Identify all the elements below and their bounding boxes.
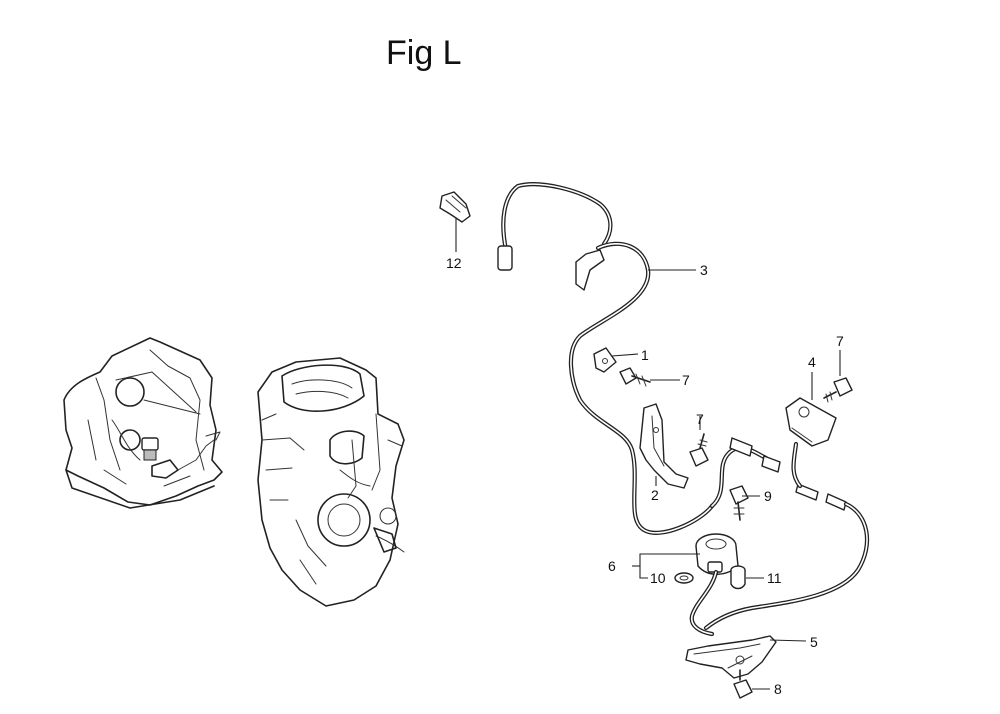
callout-5: 5: [810, 634, 818, 650]
engine-block-sketch: [257, 357, 405, 607]
part-2-bracket: [639, 403, 689, 489]
leader-lines: [455, 218, 841, 690]
callout-7-a: 7: [682, 372, 690, 388]
callout-7-b: 7: [696, 411, 704, 427]
callout-4: 4: [808, 354, 816, 370]
callout-7-c: 7: [836, 333, 844, 349]
part-7-bolt-a: [619, 367, 651, 387]
part-11-collar: [730, 565, 746, 590]
callout-6: 6: [608, 558, 616, 574]
engine-crankcase-sketch: [63, 337, 223, 509]
callout-8: 8: [774, 681, 782, 697]
part-7-bolt-c: [823, 377, 853, 403]
part-6-coil: [689, 533, 739, 637]
part-5-ground-plate: [685, 635, 777, 679]
part-10-washer: [674, 572, 694, 584]
part-9-bolt: [729, 485, 749, 521]
callout-1: 1: [641, 347, 649, 363]
callout-11: 11: [767, 570, 782, 586]
callout-10: 10: [650, 570, 666, 586]
callout-3: 3: [700, 262, 708, 278]
part-12-wire-clip: [439, 191, 471, 223]
part-4-ignition-module: [785, 397, 837, 489]
callout-12: 12: [446, 255, 462, 271]
part-7-bolt-b: [689, 433, 709, 467]
callout-labels: 1 2 3 4 5 6 7 7 7 8 9 10 11 12: [446, 255, 844, 697]
figure-title: Fig L: [386, 34, 462, 72]
part-1-wire-tab: [593, 347, 617, 373]
part-8-bolt: [733, 669, 753, 699]
callout-9: 9: [764, 488, 772, 504]
part-3-wire-harness: [497, 182, 870, 631]
callout-2: 2: [651, 487, 659, 503]
